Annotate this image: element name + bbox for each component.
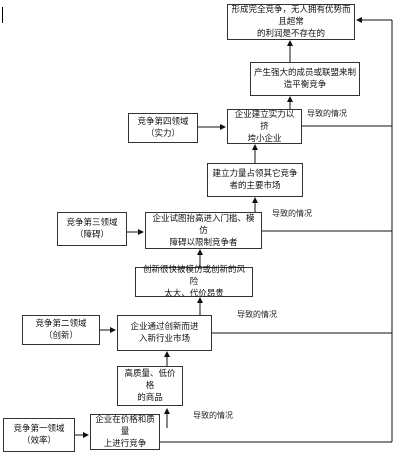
node-occupy-markets: 建立力量占领其它竞争 者的主要市场	[207, 163, 303, 197]
node-quality-low-price: 高质量、低价格 的商品	[117, 366, 183, 406]
label-led-to-1: 导致的情况	[193, 411, 233, 420]
node-domain-3-barriers: 竞争第三领域 （障碍）	[57, 212, 127, 246]
node-domain-4-power: 竞争第四领域 （实力）	[128, 113, 198, 143]
node-innovation-risk: 创新很快被模仿或创新的风险 太大、代价昂贵	[135, 265, 253, 299]
label-led-to-2: 导致的情况	[237, 310, 277, 319]
node-price-quality-competition: 企业在价格和质量 上进行竞争	[90, 414, 160, 450]
node-domain-1-efficiency: 竞争第一领域 （效率）	[3, 418, 75, 452]
node-enter-new-market: 企业通过创新而进 入新行业市场	[117, 315, 212, 351]
label-led-to-4: 导致的情况	[307, 109, 347, 118]
node-perfect-competition: 形成完全竞争，无人拥有优势而且超常 的利润是不存在的	[227, 4, 355, 40]
text-cursor	[2, 7, 3, 23]
node-enterprise-power: 企业建立实力以挤 垮小企业	[227, 109, 302, 144]
label-led-to-3: 导致的情况	[272, 209, 312, 218]
node-balancing-alliance: 产生强大的成员或联盟来制 造平衡竞争	[250, 62, 360, 96]
node-domain-2-innovation: 竞争第二领域 （创新）	[22, 315, 100, 345]
node-raise-barriers: 企业试图抬高进入门槛、模仿 障碍以限制竞争者	[145, 212, 262, 249]
